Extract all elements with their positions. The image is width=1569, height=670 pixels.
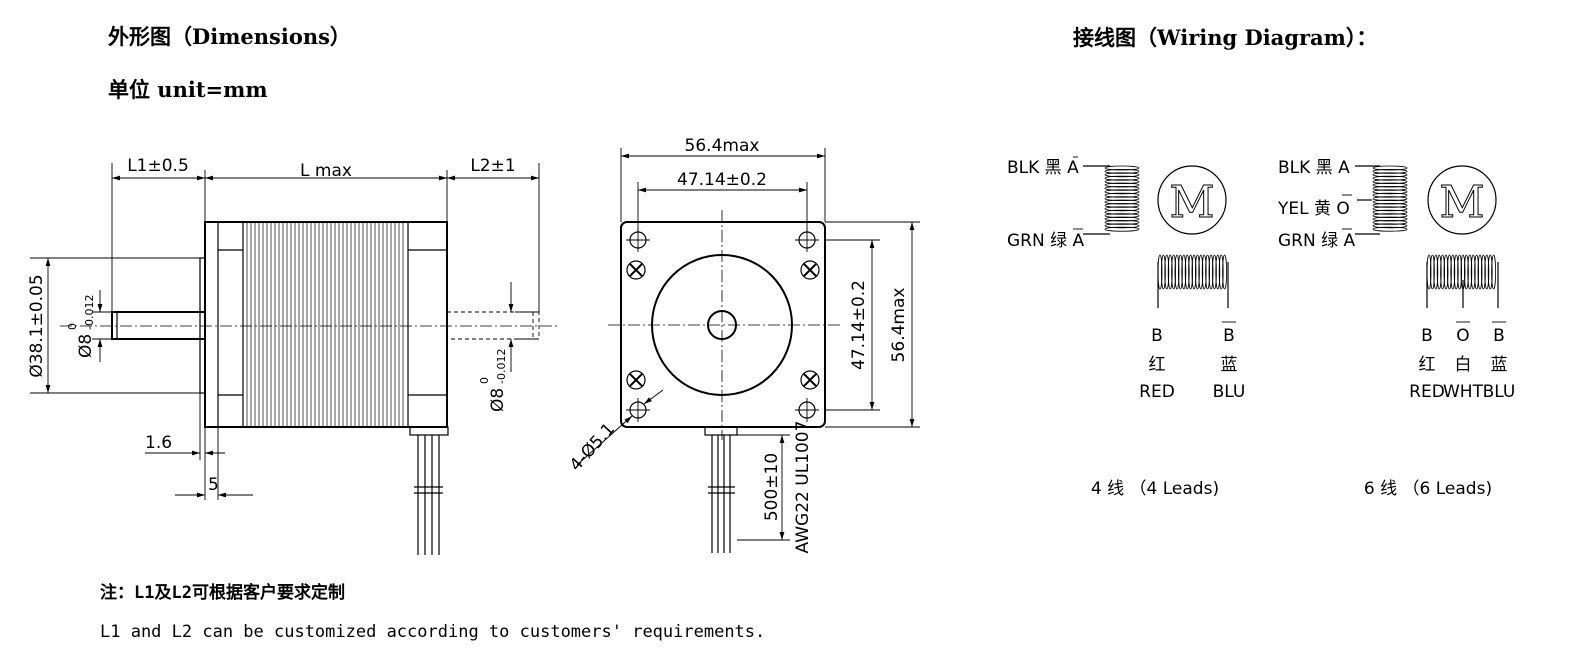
w6-a-label: BLK 黑 A [1278, 158, 1350, 178]
front-shaft [111, 311, 206, 340]
w4-motor-symbol [1157, 165, 1227, 235]
w4-bbar: B [1223, 326, 1235, 346]
w6-motor-symbol [1427, 165, 1497, 235]
w6-b-cn: 红 [1419, 355, 1436, 375]
w6-b-en: RED [1409, 382, 1445, 402]
rear-shaft-hidden [446, 311, 540, 340]
front-view: 56.4max 47.14±0.2 47.14±0.2 56.4max 4-Ø5… [566, 136, 920, 553]
w6-o-en: WHT [1443, 382, 1484, 402]
w6-coil-b [1426, 254, 1496, 290]
dim-lead-length: 500±10 [762, 453, 782, 521]
w4-bbar-en: BLU [1213, 382, 1246, 402]
unit-label: 单位 unit=mm [108, 77, 268, 102]
wiring-title: 接线图（Wiring Diagram）： [1073, 25, 1377, 50]
dim-front-shaft: Ø8 [76, 334, 96, 358]
dim-front-shaft-tol-upper: 0 [66, 323, 79, 330]
w6-caption: 6 线 （6 Leads) [1364, 479, 1492, 499]
wiring-4-leads: BLK 黑 A GRN 绿 A M B 红 RED B 蓝 BLU 4 线 （4… [1007, 156, 1246, 499]
w6-bbar: B [1493, 326, 1505, 346]
note-cn: 注：L1及L2可根据客户要求定制 [100, 582, 345, 603]
w4-b-en: RED [1139, 382, 1175, 402]
w4-b-cn: 红 [1149, 355, 1166, 375]
w4-caption: 4 线 （4 Leads) [1091, 479, 1219, 499]
w4-coil-a [1104, 165, 1140, 232]
w4-coil-b [1157, 254, 1227, 290]
w6-bbar-en: BLU [1483, 382, 1516, 402]
dim-hole-spacing-h: 47.14±0.2 [677, 170, 767, 190]
dim-step: 5 [208, 475, 219, 495]
dim-l: L max [300, 161, 352, 181]
wire-spec: AWG22 UL1007 [793, 421, 813, 554]
dim-flange: 1.6 [145, 433, 172, 453]
dim-rear-shaft: Ø8 [488, 388, 508, 412]
dim-rear-shaft-tol-lower: -0.012 [495, 349, 508, 384]
dim-front-shaft-tol-lower: -0.012 [83, 295, 96, 330]
w4-abar-label: GRN 绿 A [1007, 231, 1085, 251]
wiring-6-leads: BLK 黑 A YEL 黄 O GRN 绿 A M B 红 RED O 白 WH… [1277, 158, 1515, 499]
w4-motor-label: M [1169, 177, 1214, 228]
w4-b: B [1151, 326, 1163, 346]
assembly-screws [626, 260, 820, 390]
w6-o-label: YEL 黄 O [1277, 199, 1350, 219]
side-lead-wires [414, 435, 443, 555]
dim-hole-spacing-v: 47.14±0.2 [849, 280, 869, 370]
dim-body-diameter: Ø38.1±0.05 [27, 274, 47, 377]
w6-o: O [1456, 326, 1469, 346]
dim-height-max: 56.4max [889, 288, 909, 363]
w6-motor-label: M [1439, 177, 1484, 228]
w6-o-cn: 白 [1455, 355, 1472, 375]
dim-l2: L2±1 [470, 156, 515, 176]
dim-width-max: 56.4max [685, 136, 760, 156]
note-en: L1 and L2 can be customized according to… [100, 622, 765, 642]
mounting-holes [626, 228, 819, 422]
motor-body-outline [204, 221, 448, 428]
w6-abar-label: GRN 绿 A [1278, 231, 1356, 251]
stator-laminations [246, 222, 404, 427]
dim-l1: L1±0.5 [127, 156, 189, 176]
front-lead-wires [708, 435, 735, 553]
side-view: L1±0.5 L max L2±1 Ø38.1±0.05 Ø8 0 -0.012… [27, 156, 560, 555]
w6-bbar-cn: 蓝 [1491, 355, 1508, 375]
w4-bbar-cn: 蓝 [1221, 355, 1238, 375]
dimensions-title: 外形图（Dimensions） [108, 24, 351, 49]
dim-holes: 4-Ø5.1 [566, 419, 619, 475]
w6-b: B [1421, 326, 1433, 346]
w4-a-label: BLK 黑 A [1007, 158, 1079, 178]
dim-rear-shaft-tol-upper: 0 [478, 377, 491, 384]
w6-coil-a [1372, 165, 1408, 232]
